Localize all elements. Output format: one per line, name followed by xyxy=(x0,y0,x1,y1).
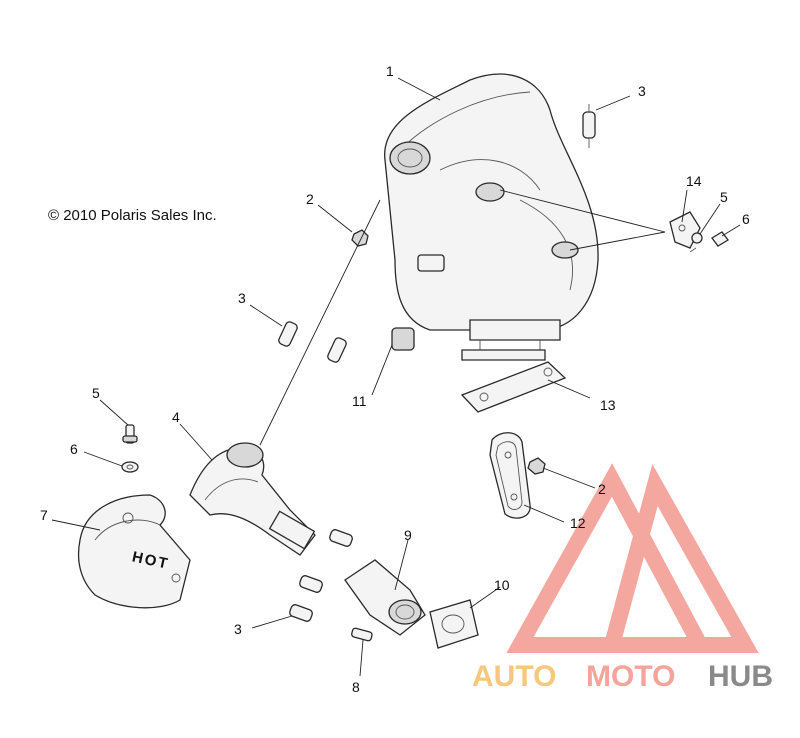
nut-upper xyxy=(351,229,369,247)
heat-shield: HOT xyxy=(77,494,191,609)
callout-3-upper-right: 3 xyxy=(638,83,646,99)
gasket xyxy=(489,432,531,519)
muffler-body xyxy=(384,73,599,361)
watermark-text: AUTO MOTO HUB xyxy=(472,660,773,693)
spring-left xyxy=(278,321,298,347)
spring-mid xyxy=(327,337,347,363)
callout-5-right: 5 xyxy=(720,189,728,205)
callout-10: 10 xyxy=(494,577,510,593)
callout-13: 13 xyxy=(600,397,616,413)
bolt-lower-left xyxy=(122,424,138,444)
leader-lines xyxy=(51,77,741,677)
flange-gasket xyxy=(429,599,479,649)
watermark-logo xyxy=(506,463,759,653)
callout-4: 4 xyxy=(172,409,180,425)
callout-2-upper: 2 xyxy=(306,191,314,207)
callout-5-left: 5 xyxy=(92,385,100,401)
callout-11: 11 xyxy=(352,393,367,409)
callout-3-left: 3 xyxy=(238,290,246,306)
callout-8: 8 xyxy=(352,679,360,695)
callout-labels: 1 2 3 14 5 6 3 11 13 5 4 6 2 7 12 9 10 3… xyxy=(40,63,750,695)
callout-7: 7 xyxy=(40,507,48,523)
watermark-hub: HUB xyxy=(708,660,773,693)
exhaust-flange xyxy=(344,559,426,636)
callout-12: 12 xyxy=(570,515,586,531)
washer-lower-left xyxy=(121,461,139,473)
watermark-moto: MOTO xyxy=(586,660,675,693)
stud-bolt xyxy=(351,627,373,642)
callout-14: 14 xyxy=(686,173,702,189)
exhaust-pipe xyxy=(189,442,316,556)
callout-6-left: 6 xyxy=(70,441,78,457)
rubber-isolator xyxy=(391,327,415,351)
callout-9: 9 xyxy=(404,527,412,543)
nut-lower xyxy=(527,457,546,475)
callout-2-lower: 2 xyxy=(598,481,606,497)
callout-6-right: 6 xyxy=(742,211,750,227)
callout-3-lower: 3 xyxy=(234,621,242,637)
copyright-text: © 2010 Polaris Sales Inc. xyxy=(48,207,217,224)
callout-1: 1 xyxy=(386,63,394,79)
spring-lower-group xyxy=(289,529,353,622)
mounting-plate xyxy=(460,361,567,413)
bracket-assembly xyxy=(669,211,729,253)
watermark-auto: AUTO xyxy=(472,660,556,693)
spring-upper-right xyxy=(582,104,596,148)
